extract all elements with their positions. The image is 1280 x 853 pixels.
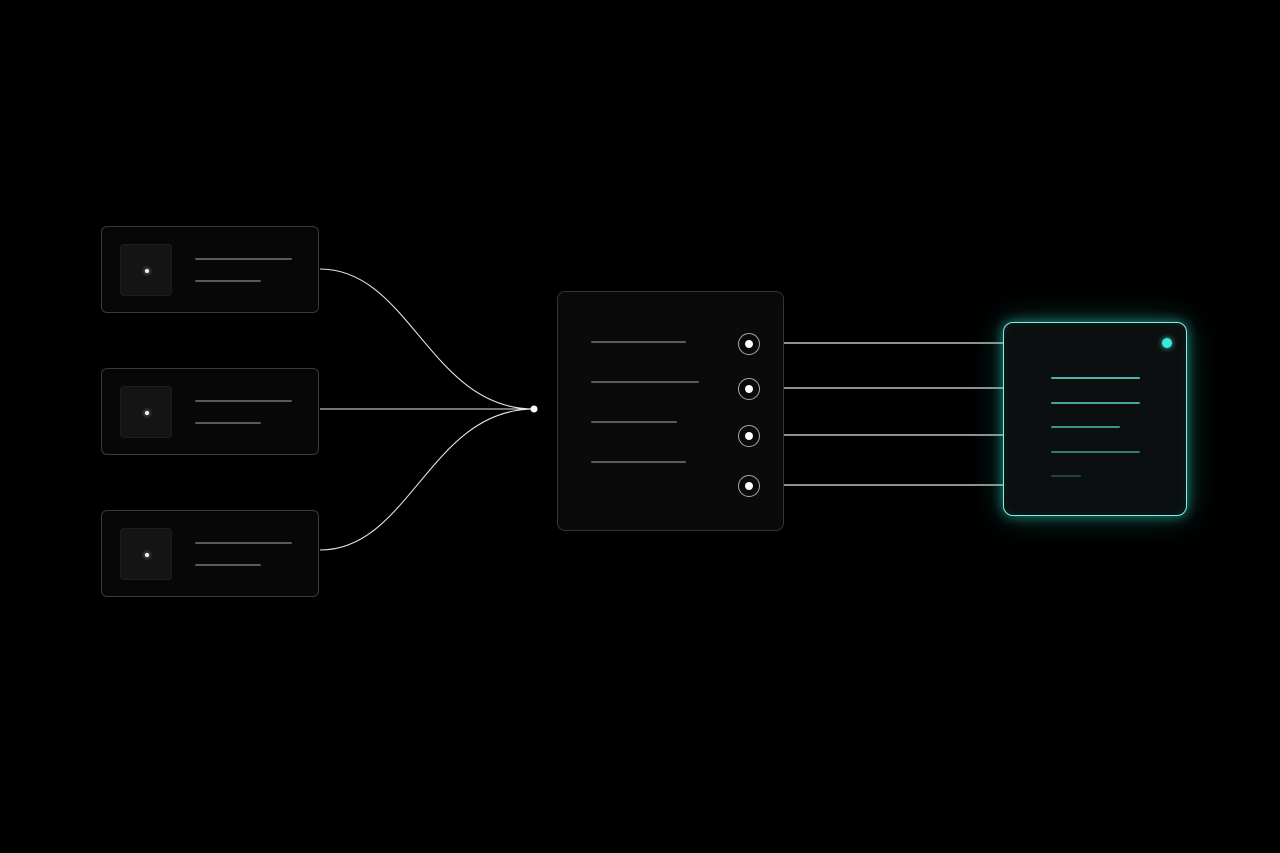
source-node-1[interactable] xyxy=(101,226,319,313)
text-placeholder-line xyxy=(195,280,261,282)
text-placeholder-line xyxy=(1051,451,1140,453)
dot-icon xyxy=(145,553,149,557)
text-placeholder-line xyxy=(1051,402,1140,404)
source-icon-box xyxy=(120,528,172,580)
text-placeholder-line xyxy=(1051,426,1120,428)
text-placeholder-line xyxy=(195,400,292,402)
text-placeholder-line xyxy=(591,341,686,343)
port-dot-icon xyxy=(745,432,753,440)
text-placeholder-line xyxy=(195,542,292,544)
source-icon-box xyxy=(120,386,172,438)
output-port-3[interactable] xyxy=(738,425,760,447)
output-port-2[interactable] xyxy=(738,378,760,400)
output-port-4[interactable] xyxy=(738,475,760,497)
port-dot-icon xyxy=(745,340,753,348)
output-port-1[interactable] xyxy=(738,333,760,355)
source-icon-box xyxy=(120,244,172,296)
text-placeholder-line xyxy=(591,421,677,423)
processing-node[interactable] xyxy=(557,291,784,531)
output-node[interactable] xyxy=(1003,322,1187,516)
text-placeholder-line xyxy=(195,564,261,566)
port-dot-icon xyxy=(745,482,753,490)
text-placeholder-line xyxy=(1051,475,1081,477)
merge-point xyxy=(530,405,538,413)
text-placeholder-line xyxy=(195,422,261,424)
port-dot-icon xyxy=(745,385,753,393)
dot-icon xyxy=(145,411,149,415)
wire-source-3-to-merge xyxy=(319,408,535,551)
text-placeholder-line xyxy=(591,381,699,383)
source-node-3[interactable] xyxy=(101,510,319,597)
source-node-2[interactable] xyxy=(101,368,319,455)
wire-source-1-to-merge xyxy=(319,268,535,410)
status-indicator-icon xyxy=(1162,338,1172,348)
dot-icon xyxy=(145,269,149,273)
text-placeholder-line xyxy=(591,461,686,463)
text-placeholder-line xyxy=(1051,377,1140,379)
text-placeholder-line xyxy=(195,258,292,260)
